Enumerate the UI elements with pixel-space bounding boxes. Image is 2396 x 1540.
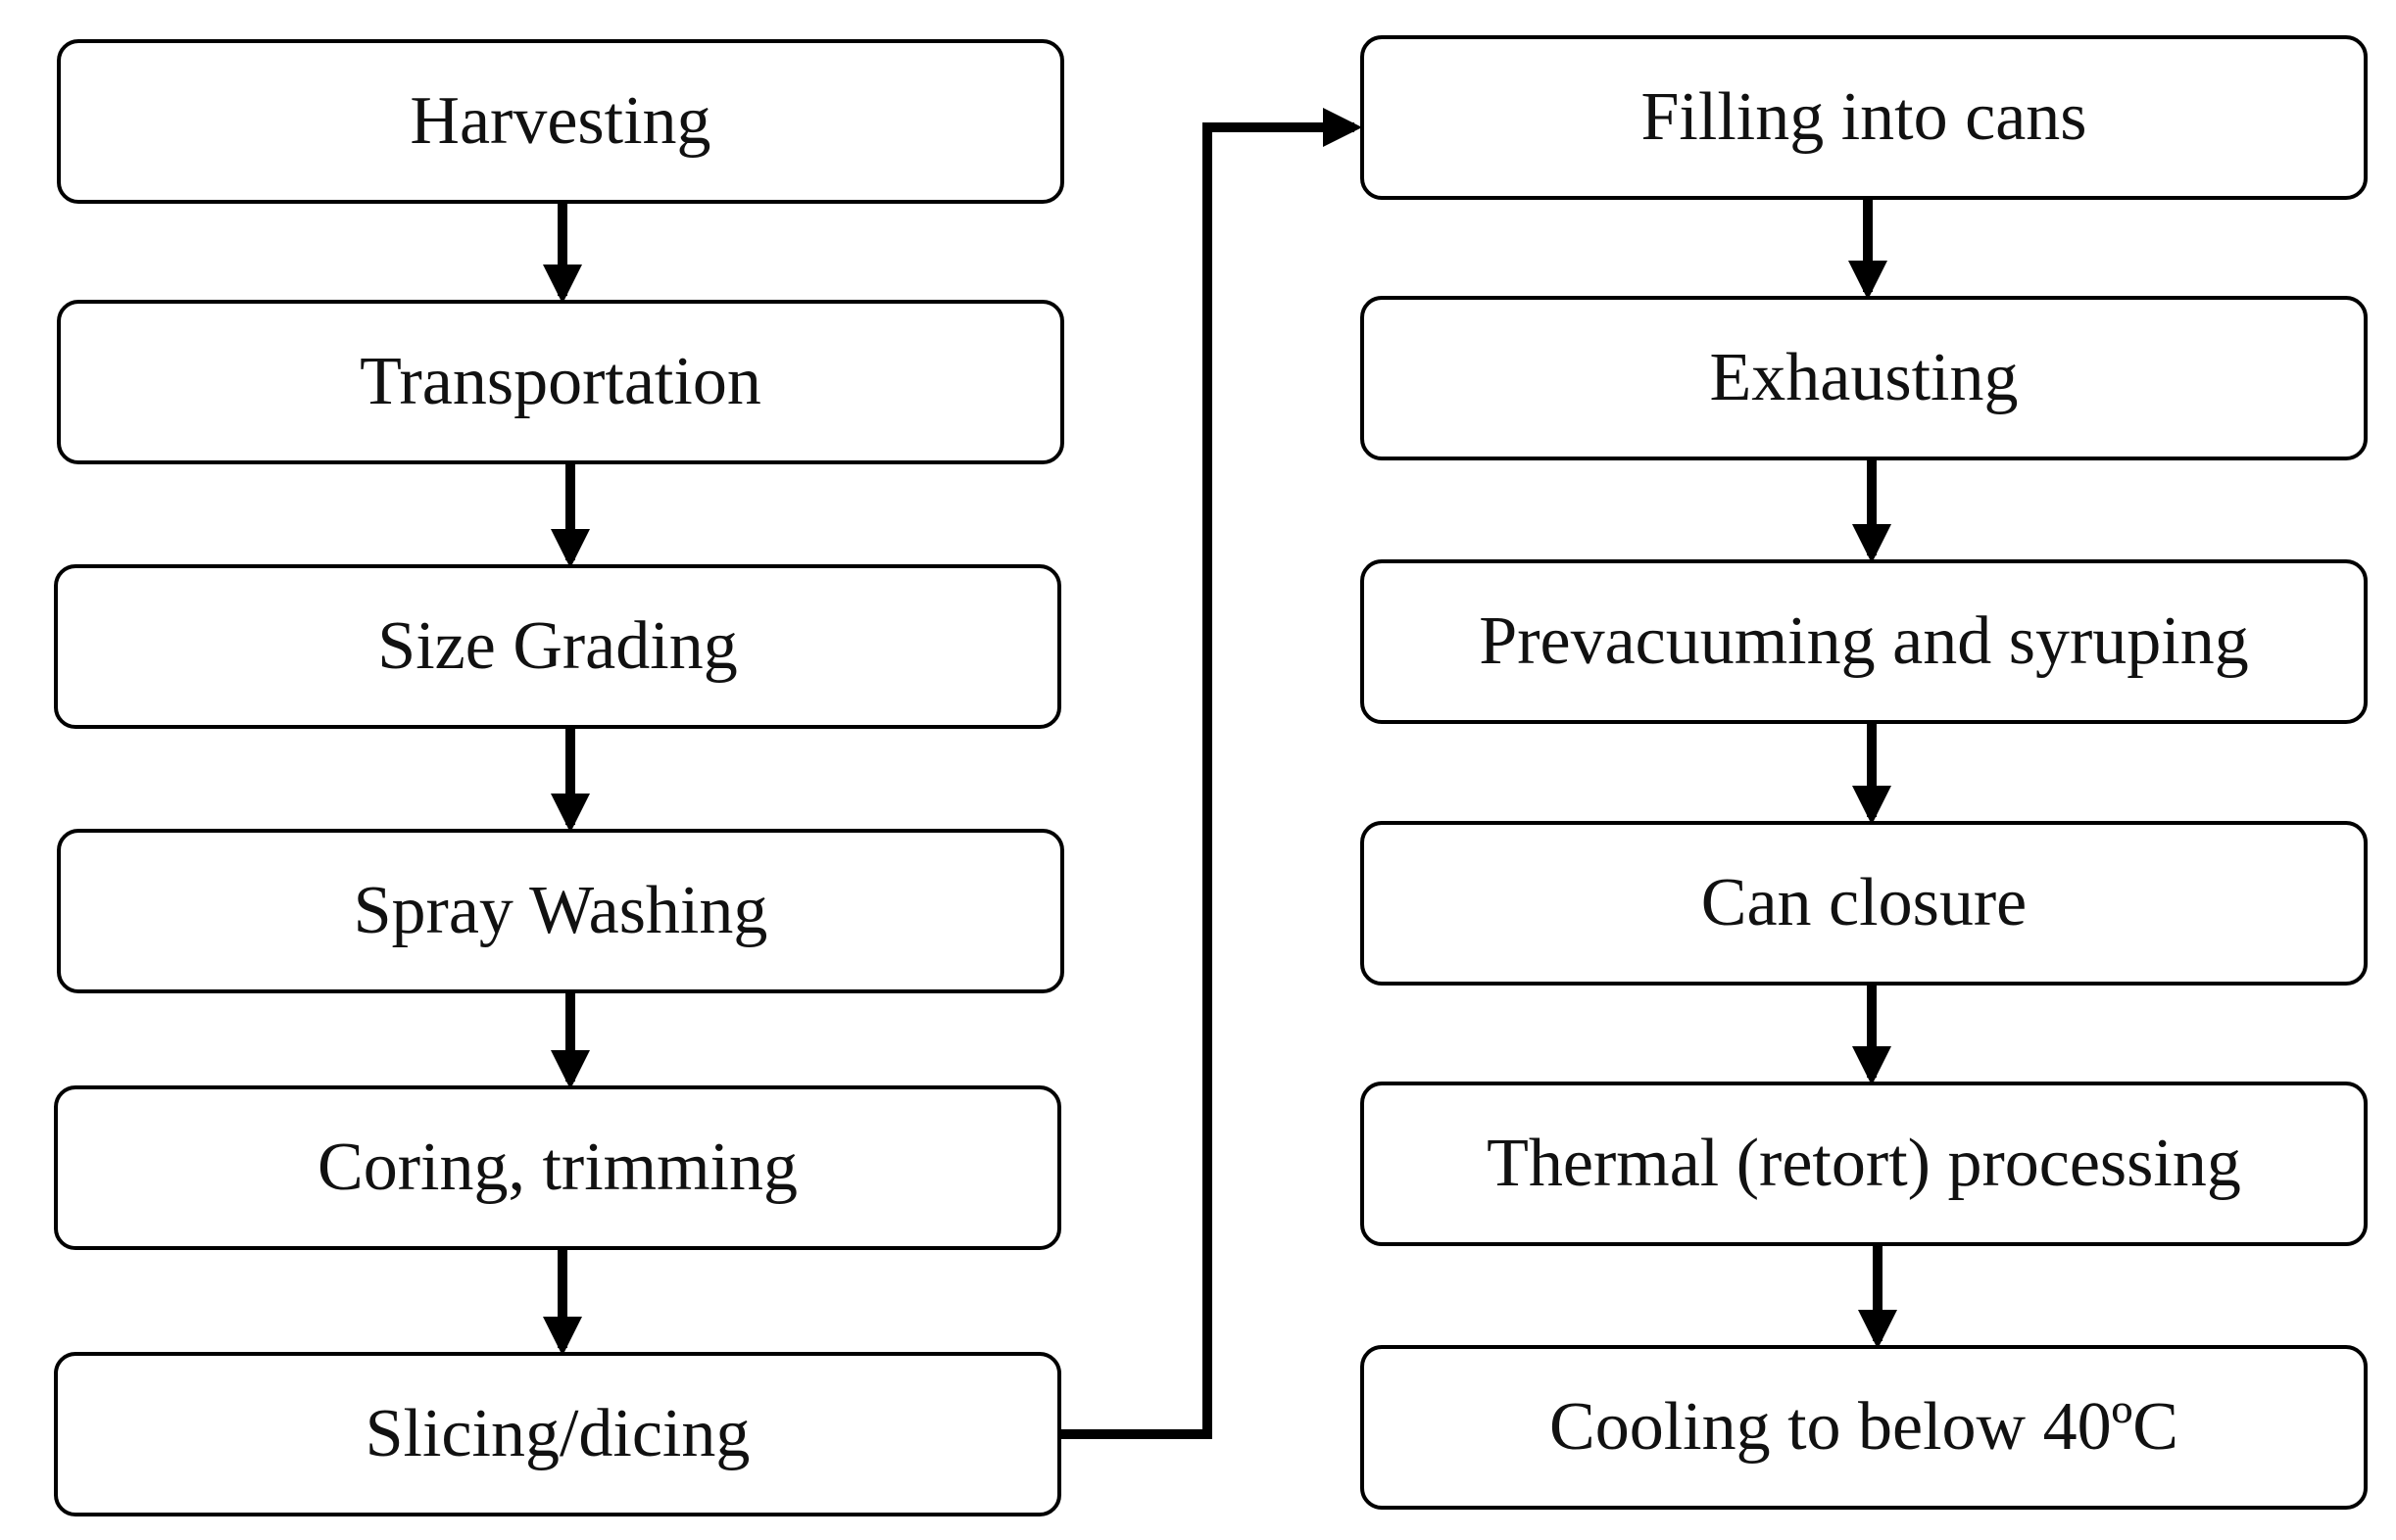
step-transportation: Transportation — [57, 300, 1064, 464]
arrow-connector — [1061, 108, 1362, 1439]
step-harvesting: Harvesting — [57, 39, 1064, 204]
step-slicing-dicing: Slicing/dicing — [54, 1352, 1061, 1516]
step-size-grading: Size Grading — [54, 564, 1061, 729]
step-label: Slicing/dicing — [365, 1396, 751, 1471]
step-spray-washing: Spray Washing — [57, 829, 1064, 993]
step-label: Filling into cans — [1640, 79, 2087, 155]
step-label: Can closure — [1700, 865, 2028, 940]
step-prevacuuming-and-syruping: Prevacuuming and syruping — [1360, 559, 2368, 724]
step-cooling-to-below-40c: Cooling to below 40ºC — [1360, 1345, 2368, 1510]
step-label: Prevacuuming and syruping — [1479, 603, 2249, 679]
step-label: Size Grading — [377, 608, 738, 684]
step-label: Spray Washing — [353, 873, 768, 948]
step-filling-into-cans: Filling into cans — [1360, 35, 2368, 200]
step-label: Exhausting — [1709, 340, 2019, 415]
step-label: Coring, trimming — [318, 1130, 798, 1205]
step-exhausting: Exhausting — [1360, 296, 2368, 460]
step-label: Transportation — [360, 344, 761, 419]
step-coring-trimming: Coring, trimming — [54, 1085, 1061, 1250]
step-label: Harvesting — [410, 83, 711, 159]
step-label: Thermal (retort) processing — [1487, 1126, 2241, 1201]
step-thermal-retort-processing: Thermal (retort) processing — [1360, 1082, 2368, 1246]
step-label: Cooling to below 40ºC — [1549, 1389, 2178, 1465]
step-can-closure: Can closure — [1360, 821, 2368, 986]
